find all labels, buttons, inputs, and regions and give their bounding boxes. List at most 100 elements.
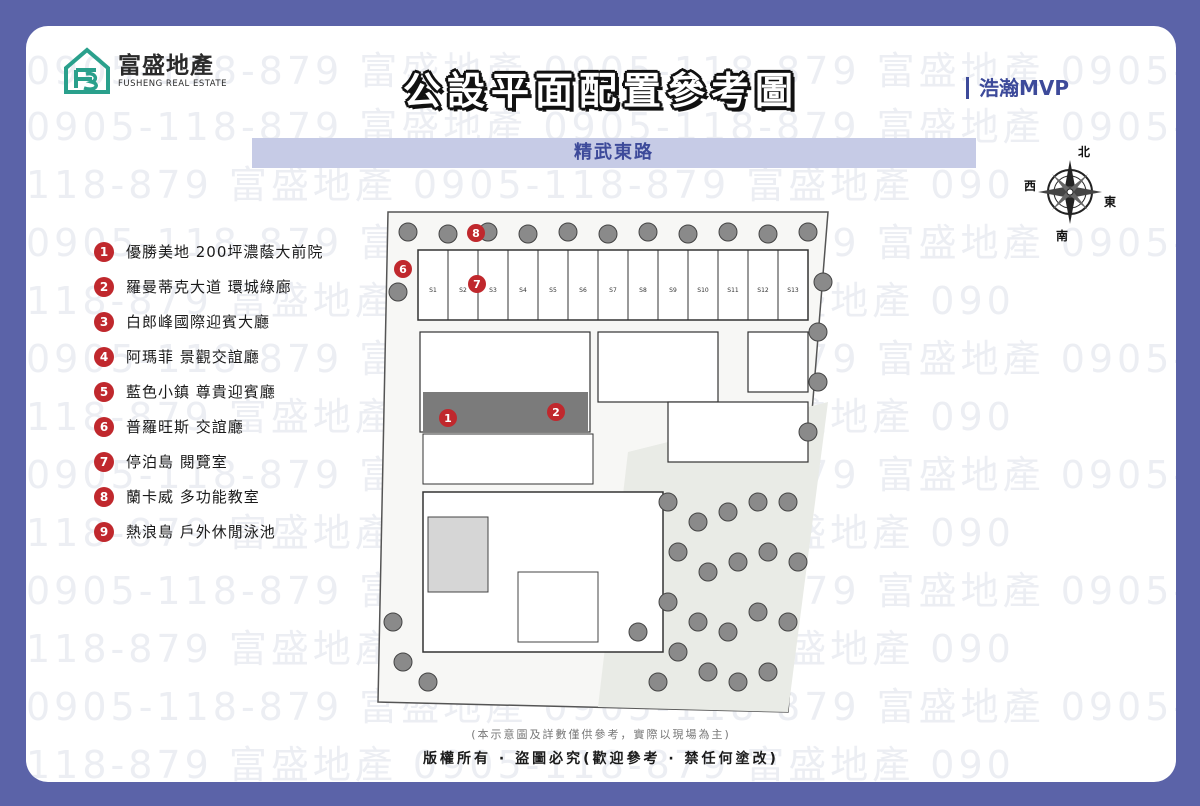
tree xyxy=(778,492,798,512)
tree xyxy=(808,372,828,392)
legend-number: 8 xyxy=(94,486,114,507)
tree xyxy=(718,502,738,522)
tree xyxy=(438,224,458,244)
legend-number: 2 xyxy=(94,276,114,297)
tree xyxy=(398,222,418,242)
lounge-block xyxy=(667,401,809,463)
shop-label: S2 xyxy=(459,287,467,294)
tree xyxy=(758,542,778,562)
legend-number: 6 xyxy=(94,416,114,437)
page-title: 公設平面配置參考圖 xyxy=(402,69,799,113)
legend-text: 優勝美地 200坪濃蔭大前院 xyxy=(126,243,324,261)
legend-text: 停泊島 閱覽室 xyxy=(126,453,228,471)
tree xyxy=(668,542,688,562)
shop-label: S7 xyxy=(609,287,617,294)
logo-name-cn: 富盛地產 xyxy=(118,53,214,79)
svg-text:6: 6 xyxy=(399,263,407,276)
legend-item: 1 優勝美地 200坪濃蔭大前院 xyxy=(94,234,323,269)
compass-east: 東 xyxy=(1104,194,1116,209)
project-name: 浩瀚MVP xyxy=(966,72,1069,101)
tree xyxy=(388,282,408,302)
shop-label: S4 xyxy=(519,287,527,294)
tree xyxy=(748,602,768,622)
trees xyxy=(383,222,833,692)
shop-label: S3 xyxy=(489,287,497,294)
tree xyxy=(698,662,718,682)
classroom-block xyxy=(747,331,809,393)
tree xyxy=(598,224,618,244)
tree xyxy=(808,322,828,342)
divider xyxy=(966,77,969,99)
legend-item: 9 熱浪島 戶外休閒泳池 xyxy=(94,514,323,549)
logo-name-en: FUSHENG REAL ESTATE xyxy=(118,79,227,89)
legend-number: 4 xyxy=(94,346,114,367)
legend-number: 3 xyxy=(94,311,114,332)
tree xyxy=(758,224,778,244)
svg-text:1: 1 xyxy=(444,412,452,425)
tree xyxy=(728,672,748,692)
shop-label: S1 xyxy=(429,287,437,294)
plan-marker: 8 xyxy=(467,224,485,242)
tree xyxy=(558,222,578,242)
tree xyxy=(668,642,688,662)
legend-text: 蘭卡威 多功能教室 xyxy=(126,488,260,506)
tree xyxy=(383,612,403,632)
shop-label: S5 xyxy=(549,287,557,294)
shop-label: S8 xyxy=(639,287,647,294)
legend-item: 6 普羅旺斯 交誼廳 xyxy=(94,409,323,444)
store-block xyxy=(517,571,599,643)
plan-marker: 7 xyxy=(468,275,486,293)
tree xyxy=(788,552,808,572)
shop-label: S13 xyxy=(787,287,799,294)
plan-marker: 6 xyxy=(394,260,412,278)
shop-label: S6 xyxy=(579,287,587,294)
tree xyxy=(638,222,658,242)
legend-text: 熱浪島 戶外休閒泳池 xyxy=(126,523,276,541)
svg-text:7: 7 xyxy=(473,278,481,291)
poster-card: 0905-118-879 富盛地產 0905-118-879 富盛地產 0905… xyxy=(26,26,1176,782)
plan-markers: 123456789 xyxy=(394,224,565,427)
svg-text:8: 8 xyxy=(472,227,480,240)
shop-label: S10 xyxy=(697,287,709,294)
legend-item: 2 羅曼蒂克大道 環城綠廊 xyxy=(94,269,323,304)
tree xyxy=(518,224,538,244)
tree xyxy=(758,662,778,682)
legend-text: 羅曼蒂克大道 環城綠廊 xyxy=(126,278,292,296)
tree xyxy=(678,224,698,244)
legend-number: 1 xyxy=(94,241,114,262)
tree xyxy=(393,652,413,672)
company-logo: 富盛地產 FUSHENG REAL ESTATE xyxy=(62,46,227,96)
legend-text: 普羅旺斯 交誼廳 xyxy=(126,418,244,436)
shop-label: S11 xyxy=(727,287,739,294)
shop-label: S12 xyxy=(757,287,769,294)
legend-text: 藍色小鎮 尊貴迎賓廳 xyxy=(126,383,276,401)
svg-text:2: 2 xyxy=(552,406,560,419)
tree xyxy=(658,492,678,512)
legend-item: 3 白郎峰國際迎賓大廳 xyxy=(94,304,323,339)
compass-west: 西 xyxy=(1024,179,1036,193)
legend-number: 9 xyxy=(94,521,114,542)
compass-south: 南 xyxy=(1056,228,1068,242)
plan-marker: 1 xyxy=(439,409,457,427)
stair-block xyxy=(427,516,489,593)
tree xyxy=(798,422,818,442)
lobby-block xyxy=(597,331,719,403)
project-label: 浩瀚MVP xyxy=(979,76,1070,100)
tree xyxy=(728,552,748,572)
shop-dividers xyxy=(447,250,779,320)
shop-label: S9 xyxy=(669,287,677,294)
house-logo-icon xyxy=(64,47,110,94)
tree xyxy=(698,562,718,582)
copyright-text: 版權所有 · 盜圖必究(歡迎參考 · 禁任何塗改) xyxy=(423,751,779,767)
tree xyxy=(718,622,738,642)
tree xyxy=(798,222,818,242)
shop-labels: S1 S2 S3 S4 S5 S6 S7 S8 S9 S10 S11 S12 S13 xyxy=(429,287,799,294)
tree xyxy=(748,492,768,512)
tree xyxy=(688,612,708,632)
legend-text: 白郎峰國際迎賓大廳 xyxy=(126,313,271,331)
